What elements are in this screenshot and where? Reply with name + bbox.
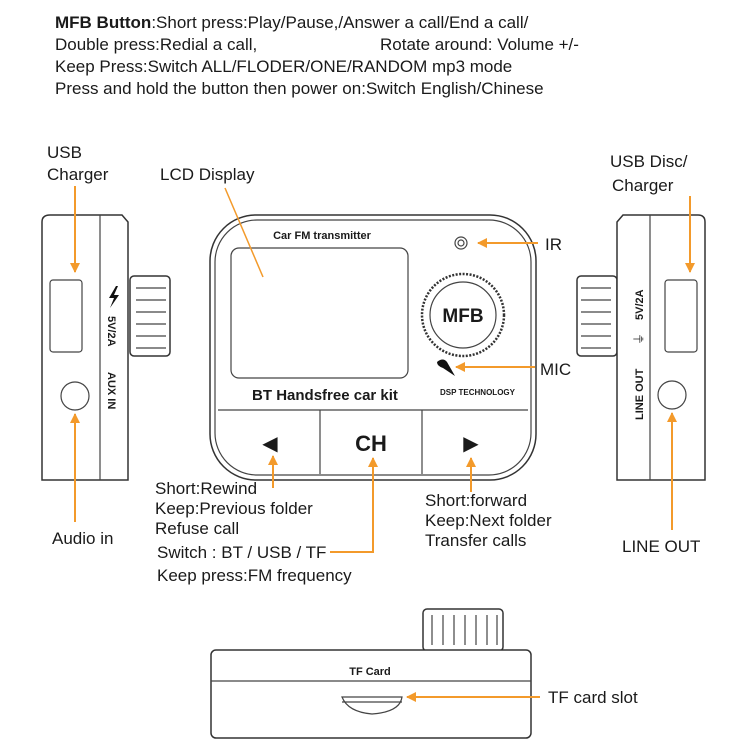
- prev-note: Refuse call: [155, 519, 239, 538]
- usb-charger-label-2: Charger: [47, 165, 109, 184]
- prev-button[interactable]: ◀: [262, 433, 278, 455]
- prev-note: Short:Rewind: [155, 479, 257, 498]
- line-out-jack: [657, 380, 687, 410]
- dsp-technology-logo: DSP TECHNOLOGY: [440, 388, 516, 397]
- usb-port: [49, 279, 83, 353]
- mic-icon: [437, 359, 455, 376]
- lcd-pointer: [224, 187, 264, 278]
- usb-disc-port: [664, 279, 698, 353]
- usb-icon: ⏚: [632, 333, 646, 345]
- kit-name: BT Handsfree car kit: [252, 387, 398, 404]
- instruction-line-3: Keep Press:Switch ALL/FLODER/ONE/RANDOM …: [55, 57, 512, 76]
- line-out-label: LINE OUT: [622, 537, 700, 556]
- front-view: Car FM transmitter LCD Display IR MFB MI…: [155, 165, 571, 585]
- bottom-view: TF Card TF card slot: [210, 608, 638, 739]
- ch-arrow: [330, 457, 378, 553]
- instruction-line-1: MFB Button:Short press:Play/Pause,/Answe…: [55, 13, 529, 32]
- right-housing: [616, 214, 706, 481]
- aux-jack: [60, 381, 90, 411]
- ir-sensor: [454, 236, 468, 250]
- audio-in-label: Audio in: [52, 529, 113, 548]
- tf-card-text: TF Card: [349, 666, 391, 678]
- mic-label: MIC: [540, 360, 571, 379]
- lcd-display: [230, 247, 409, 379]
- instruction-line-4: Press and hold the button then power on:…: [55, 79, 544, 98]
- tf-slot-label: TF card slot: [548, 688, 638, 707]
- ch-note: Switch : BT / USB / TF: [157, 543, 326, 562]
- knob-ridges: [136, 287, 166, 349]
- brand-top-text: Car FM transmitter: [273, 230, 372, 242]
- power-rating-right: 5V/2A: [634, 289, 646, 320]
- power-rating: 5V/2A: [105, 316, 117, 347]
- lightning-icon: [109, 286, 119, 308]
- ch-note: Keep press:FM frequency: [157, 566, 352, 585]
- next-note: Keep:Next folder: [425, 511, 552, 530]
- right-side-view: 5V/2A ⏚ LINE OUT USB Disc/ Charger LINE …: [576, 152, 706, 556]
- tf-card-slot[interactable]: [341, 696, 403, 715]
- ch-button[interactable]: CH: [355, 431, 387, 456]
- aux-in-text: AUX IN: [105, 372, 117, 409]
- mfb-button-label: MFB: [442, 306, 483, 327]
- prev-note: Keep:Previous folder: [155, 499, 313, 518]
- left-side-view: 5V/2A AUX IN USB Charger Audio in: [41, 143, 171, 548]
- usb-disc-label-2: Charger: [612, 176, 674, 195]
- next-note: Short:forward: [425, 491, 527, 510]
- instruction-line-2a: Double press:Redial a call,: [55, 35, 257, 54]
- instruction-line-2b: Rotate around: Volume +/-: [380, 35, 579, 54]
- line-out-text: LINE OUT: [634, 368, 646, 420]
- left-housing: [41, 214, 129, 481]
- bottom-knob: [422, 608, 504, 652]
- usb-charger-label-1: USB: [47, 143, 82, 162]
- next-note: Transfer calls: [425, 531, 526, 550]
- mfb-knob[interactable]: [420, 272, 506, 358]
- lcd-display-label: LCD Display: [160, 165, 255, 184]
- usb-disc-label-1: USB Disc/: [610, 152, 688, 171]
- next-button[interactable]: ▶: [463, 433, 479, 455]
- ir-label: IR: [545, 235, 562, 254]
